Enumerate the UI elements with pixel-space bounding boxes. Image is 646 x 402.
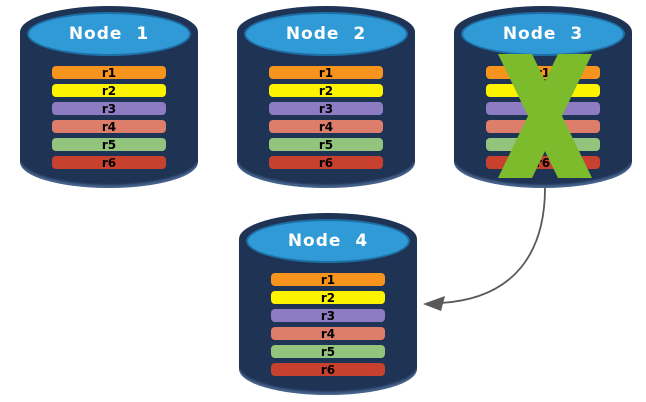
record-r3: r3: [52, 102, 166, 115]
record-r2: r2: [486, 84, 600, 97]
record-r3: r3: [486, 102, 600, 115]
record-r2: r2: [271, 291, 385, 304]
record-r3: r3: [269, 102, 383, 115]
record-list: r1 r2 r3 r4 r5 r6: [271, 273, 385, 376]
record-r4: r4: [269, 120, 383, 133]
record-list: r1 r2 r3 r4 r5 r6: [269, 66, 383, 169]
cylinder-face: Node 1: [27, 12, 191, 56]
record-list: r1 r2 r3 r4 r5 r6: [486, 66, 600, 169]
transfer-arrow: [440, 187, 546, 304]
node-title: Node 3: [502, 24, 584, 44]
node-2-cylinder: Node 2 r1 r2 r3 r4 r5 r6: [237, 6, 415, 188]
record-r3: r3: [271, 309, 385, 322]
node-4-cylinder: Node 4 r1 r2 r3 r4 r5 r6: [239, 213, 417, 395]
record-r6: r6: [52, 156, 166, 169]
cylinder-face: Node 4: [246, 219, 410, 263]
node-title: Node 1: [68, 24, 150, 44]
record-r1: r1: [52, 66, 166, 79]
record-r5: r5: [52, 138, 166, 151]
record-r6: r6: [486, 156, 600, 169]
record-list: r1 r2 r3 r4 r5 r6: [52, 66, 166, 169]
record-r5: r5: [486, 138, 600, 151]
record-r1: r1: [269, 66, 383, 79]
record-r5: r5: [271, 345, 385, 358]
record-r1: r1: [271, 273, 385, 286]
cylinder-face: Node 2: [244, 12, 408, 56]
record-r5: r5: [269, 138, 383, 151]
node-title: Node 2: [285, 24, 367, 44]
record-r1: r1: [486, 66, 600, 79]
record-r6: r6: [271, 363, 385, 376]
record-r2: r2: [52, 84, 166, 97]
record-r2: r2: [269, 84, 383, 97]
record-r4: r4: [52, 120, 166, 133]
record-r4: r4: [271, 327, 385, 340]
node-3-cylinder-failed: Node 3 r1 r2 r3 r4 r5 r6: [454, 6, 632, 188]
cylinder-face: Node 3: [461, 12, 625, 56]
node-title: Node 4: [287, 231, 369, 251]
record-r6: r6: [269, 156, 383, 169]
node-1-cylinder: Node 1 r1 r2 r3 r4 r5 r6: [20, 6, 198, 188]
transfer-arrowhead-icon: [423, 296, 445, 311]
record-r4: r4: [486, 120, 600, 133]
